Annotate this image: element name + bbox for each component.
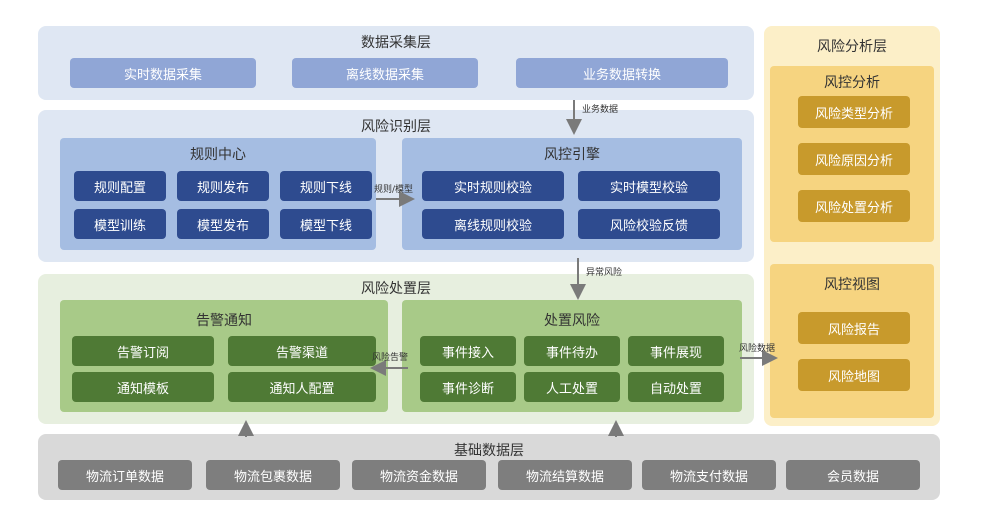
event-intake-box[interactable]: 事件接入 — [420, 336, 516, 366]
logistics-payment-data-box[interactable]: 物流支付数据 — [642, 460, 776, 490]
dispose-risk-panel: 处置风险 事件接入 事件待办 事件展现 事件诊断 人工处置 自动处置 — [402, 300, 742, 412]
member-data-box[interactable]: 会员数据 — [786, 460, 920, 490]
risk-cause-analysis-box[interactable]: 风险原因分析 — [798, 143, 910, 175]
logistics-order-data-box[interactable]: 物流订单数据 — [58, 460, 192, 490]
offline-collection-box[interactable]: 离线数据采集 — [292, 58, 478, 88]
data-collection-layer-title: 数据采集层 — [361, 35, 431, 51]
risk-control-analysis-title: 风控分析 — [824, 75, 880, 91]
base-data-layer-title: 基础数据层 — [454, 443, 524, 459]
manual-disposal-box[interactable]: 人工处置 — [524, 372, 620, 402]
data-collection-layer: 数据采集层 实时数据采集 离线数据采集 业务数据转换 — [38, 26, 754, 100]
risk-recognition-layer: 风险识别层 规则中心 规则配置 规则发布 规则下线 模型训练 模型发布 模型下线… — [38, 110, 754, 262]
risk-engine-panel: 风控引擎 实时规则校验 实时模型校验 离线规则校验 风险校验反馈 — [402, 138, 742, 250]
dispose-risk-title: 处置风险 — [544, 313, 600, 329]
risk-analysis-layer-title: 风险分析层 — [817, 39, 887, 55]
notify-template-box[interactable]: 通知模板 — [72, 372, 214, 402]
event-todo-box[interactable]: 事件待办 — [524, 336, 620, 366]
rule-publish-box[interactable]: 规则发布 — [177, 171, 269, 201]
risk-control-analysis-panel: 风控分析 风险类型分析 风险原因分析 风险处置分析 — [770, 66, 934, 242]
model-publish-box[interactable]: 模型发布 — [177, 209, 269, 239]
realtime-model-check-box[interactable]: 实时模型校验 — [578, 171, 720, 201]
notify-person-config-box[interactable]: 通知人配置 — [228, 372, 376, 402]
risk-alert-label: 风险告警 — [372, 353, 409, 363]
model-training-box[interactable]: 模型训练 — [74, 209, 166, 239]
risk-recognition-layer-title: 风险识别层 — [361, 119, 431, 135]
rule-config-box[interactable]: 规则配置 — [74, 171, 166, 201]
alert-channel-box[interactable]: 告警渠道 — [228, 336, 376, 366]
risk-map-box[interactable]: 风险地图 — [798, 359, 910, 391]
risk-handling-layer-title: 风险处置层 — [361, 281, 431, 297]
risk-check-feedback-box[interactable]: 风险校验反馈 — [578, 209, 720, 239]
risk-analysis-layer: 风险分析层 风控分析 风险类型分析 风险原因分析 风险处置分析 风控视图 风险报… — [764, 26, 940, 426]
risk-report-box[interactable]: 风险报告 — [798, 312, 910, 344]
event-display-box[interactable]: 事件展现 — [628, 336, 724, 366]
base-data-layer: 基础数据层 物流订单数据 物流包裹数据 物流资金数据 物流结算数据 物流支付数据… — [38, 434, 940, 500]
logistics-fund-data-box[interactable]: 物流资金数据 — [352, 460, 486, 490]
risk-disposal-analysis-box[interactable]: 风险处置分析 — [798, 190, 910, 222]
model-offline-box[interactable]: 模型下线 — [280, 209, 372, 239]
risk-handling-layer: 风险处置层 告警通知 告警订阅 告警渠道 通知模板 通知人配置 处置风险 事件接… — [38, 274, 754, 424]
risk-engine-title: 风控引擎 — [544, 147, 600, 163]
auto-disposal-box[interactable]: 自动处置 — [628, 372, 724, 402]
alert-notify-panel: 告警通知 告警订阅 告警渠道 通知模板 通知人配置 — [60, 300, 388, 412]
risk-type-analysis-box[interactable]: 风险类型分析 — [798, 96, 910, 128]
logistics-settlement-data-box[interactable]: 物流结算数据 — [498, 460, 632, 490]
realtime-collection-box[interactable]: 实时数据采集 — [70, 58, 256, 88]
alert-subscribe-box[interactable]: 告警订阅 — [72, 336, 214, 366]
alert-notify-title: 告警通知 — [196, 313, 252, 329]
business-data-label: 业务数据 — [582, 105, 619, 115]
business-data-conversion-box[interactable]: 业务数据转换 — [516, 58, 728, 88]
risk-control-view-title: 风控视图 — [824, 277, 880, 293]
risk-control-view-panel: 风控视图 风险报告 风险地图 — [770, 264, 934, 418]
rule-model-label: 规则/模型 — [374, 185, 414, 195]
rule-center-title: 规则中心 — [190, 147, 246, 163]
logistics-package-data-box[interactable]: 物流包裹数据 — [206, 460, 340, 490]
realtime-rule-check-box[interactable]: 实时规则校验 — [422, 171, 564, 201]
offline-rule-check-box[interactable]: 离线规则校验 — [422, 209, 564, 239]
risk-data-label: 风险数据 — [739, 344, 776, 354]
event-diagnosis-box[interactable]: 事件诊断 — [420, 372, 516, 402]
rule-offline-box[interactable]: 规则下线 — [280, 171, 372, 201]
rule-center-panel: 规则中心 规则配置 规则发布 规则下线 模型训练 模型发布 模型下线 — [60, 138, 376, 250]
abnormal-risk-label: 异常风险 — [586, 268, 623, 278]
